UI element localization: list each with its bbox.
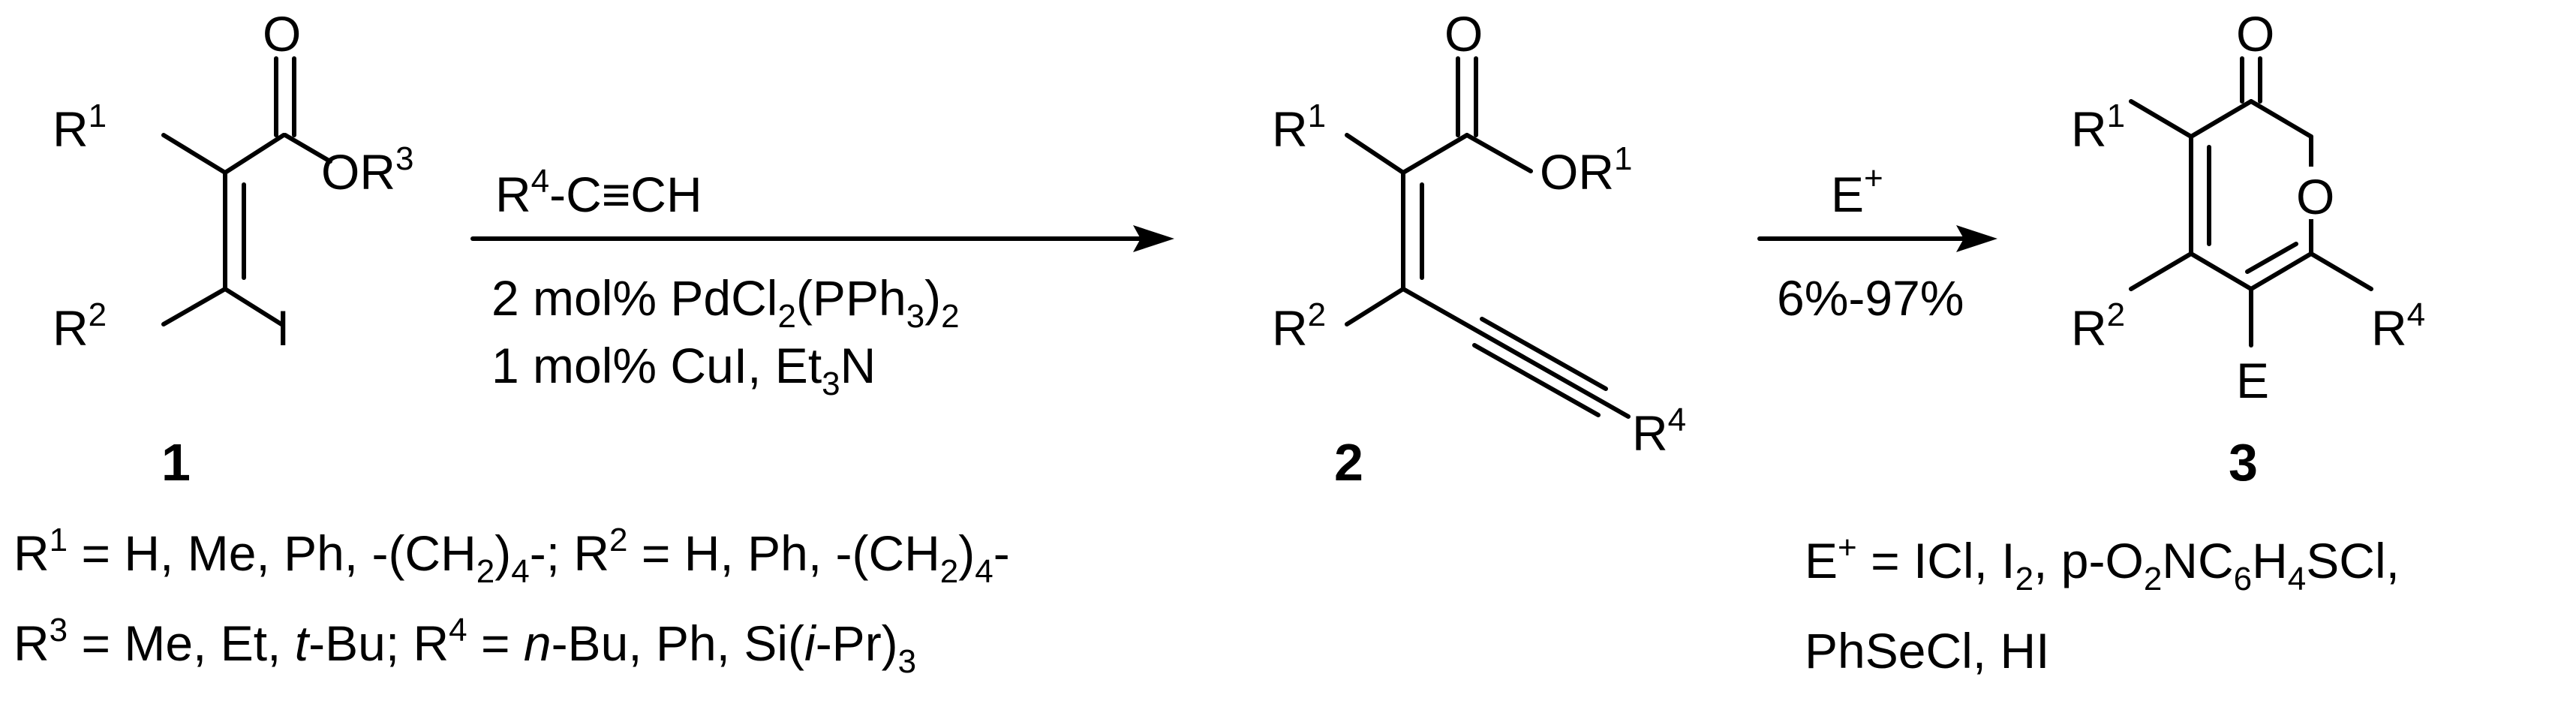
bond (2129, 99, 2193, 139)
electrophile-list-line-2: PhSeCl, HI (1805, 623, 2049, 678)
step-1: R4-C≡CH 2 mol% PdCl2(PPh3)2 1 mol% CuI, … (470, 163, 1174, 402)
r4-label: R4 (1632, 402, 1686, 461)
bond (1401, 133, 1469, 175)
carbonyl-o: O (1444, 6, 1483, 62)
bond (283, 133, 332, 164)
bond (161, 133, 227, 175)
yield-range: 6%-97% (1777, 270, 1964, 326)
bond (2189, 99, 2253, 139)
r1-label: R1 (2071, 98, 2125, 157)
bond (223, 287, 284, 326)
alkyne-bond (1472, 343, 1601, 417)
bond (1345, 287, 1405, 326)
bond-double (2245, 242, 2298, 274)
arrow-head-1 (1133, 225, 1174, 252)
carbonyl-o: O (2236, 6, 2274, 62)
bond (2189, 251, 2253, 291)
alkyne-bond (1401, 287, 1631, 419)
compound-1-number: 1 (161, 433, 191, 492)
r1-label: R1 (1272, 98, 1326, 157)
arrow-head-2 (1956, 225, 1997, 252)
footnotes: R1 = H, Me, Ph, -(CH2)4-; R2 = H, Ph, -(… (14, 522, 2400, 680)
bond (2309, 251, 2373, 291)
e-label: E (2236, 353, 2269, 408)
bond (2129, 251, 2193, 291)
catalyst-condition: 2 mol% PdCl2(PPh3)2 (491, 270, 960, 335)
compound-2: O R1 OR1 R2 R4 2 (1272, 6, 1686, 492)
carbonyl-o: O (263, 6, 301, 62)
iodo-label: I (276, 300, 290, 356)
electrophile-list: E+ = ICl, I2, p-O2NC6H4SCl, (1805, 529, 2400, 597)
bond (2249, 251, 2313, 291)
bond (2249, 99, 2313, 139)
r1-label: R1 (53, 98, 107, 157)
compound-3-number: 3 (2229, 433, 2258, 492)
bond (161, 287, 227, 326)
footnote-line-2: R3 = Me, Et, t-Bu; R4 = n-Bu, Ph, Si(i-P… (14, 612, 916, 680)
ring-o: O (2296, 169, 2334, 224)
footnote-line-1: R1 = H, Me, Ph, -(CH2)4-; R2 = H, Ph, -(… (14, 522, 1010, 590)
cocatalyst-condition: 1 mol% CuI, Et3N (491, 338, 876, 402)
compound-3: O O R1 R2 R4 E 3 (2071, 6, 2425, 492)
step-2: E+ 6%-97% (1757, 160, 1997, 326)
r2-label: R2 (1272, 296, 1326, 356)
bond (1345, 133, 1405, 175)
electrophile-reagent: E+ (1831, 160, 1883, 222)
compound-2-number: 2 (1334, 433, 1363, 492)
ring-o-mask (2292, 167, 2331, 219)
bond (1465, 133, 1533, 173)
alkyne-reagent: R4-C≡CH (495, 163, 702, 222)
ester-label: OR3 (321, 140, 413, 200)
compound-1: O R1 OR3 R2 I 1 (53, 6, 413, 492)
r2-label: R2 (2071, 296, 2125, 356)
alkyne-bond (1480, 317, 1608, 391)
ester-label: OR1 (1540, 140, 1632, 200)
bond (223, 133, 286, 175)
r2-label: R2 (53, 296, 107, 356)
r4-label: R4 (2371, 296, 2425, 356)
